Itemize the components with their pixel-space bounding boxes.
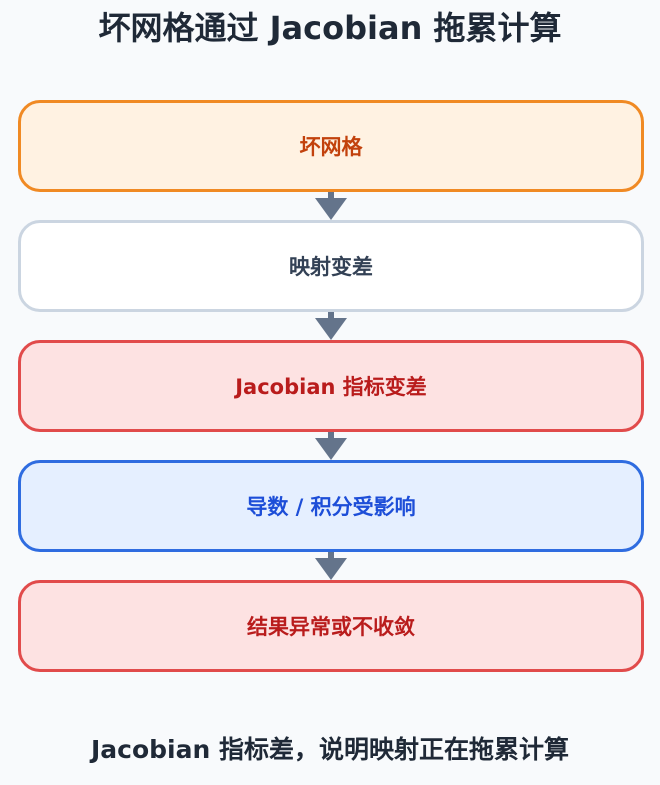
flowchart: 坏网格 映射变差 Jacobian 指标变差 导数 / 积分受影响 结果异常或不…	[18, 100, 644, 672]
arrow-down-icon	[315, 558, 347, 580]
step-mapping-degrades: 映射变差	[18, 220, 644, 312]
step-label: Jacobian 指标变差	[235, 375, 427, 399]
diagram-title: 坏网格通过 Jacobian 拖累计算	[98, 9, 562, 47]
diagram-caption: Jacobian 指标差，说明映射正在拖累计算	[90, 735, 569, 764]
flow-arrow	[18, 192, 644, 220]
step-result-abnormal: 结果异常或不收敛	[18, 580, 644, 672]
step-label: 结果异常或不收敛	[247, 615, 415, 639]
flow-arrow	[18, 312, 644, 340]
arrow-down-icon	[315, 438, 347, 460]
flow-arrow	[18, 552, 644, 580]
step-jacobian-degrades: Jacobian 指标变差	[18, 340, 644, 432]
arrow-stem	[328, 552, 334, 560]
step-label: 映射变差	[289, 255, 373, 279]
step-bad-mesh: 坏网格	[18, 100, 644, 192]
arrow-stem	[328, 192, 334, 200]
arrow-stem	[328, 312, 334, 320]
step-derivatives-affected: 导数 / 积分受影响	[18, 460, 644, 552]
flow-arrow	[18, 432, 644, 460]
step-label: 导数 / 积分受影响	[246, 495, 416, 519]
arrow-down-icon	[315, 198, 347, 220]
step-label: 坏网格	[299, 135, 363, 159]
arrow-stem	[328, 432, 334, 440]
arrow-down-icon	[315, 318, 347, 340]
